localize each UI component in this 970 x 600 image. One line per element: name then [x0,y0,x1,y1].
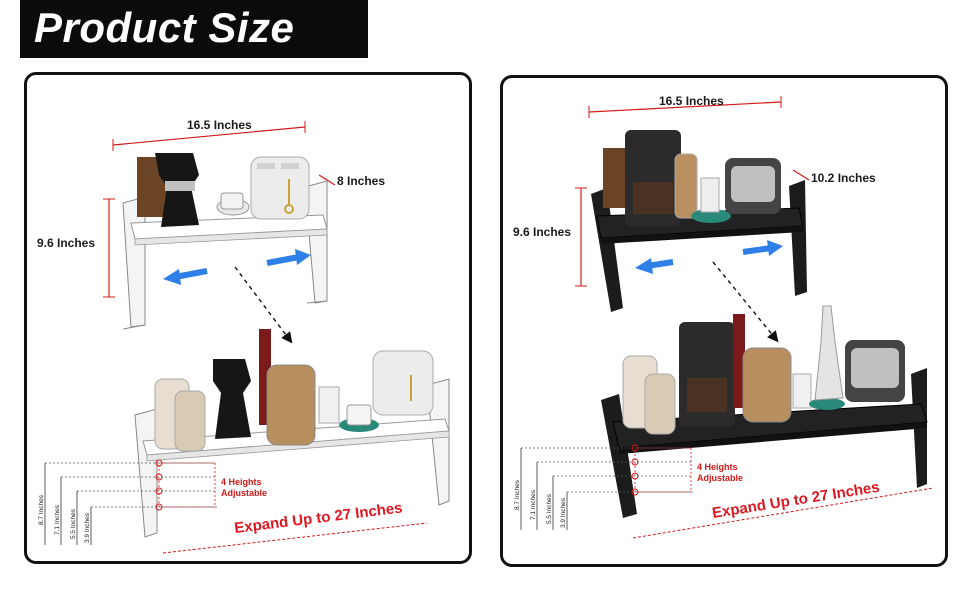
width-dimension-line [112,126,306,146]
height-3-9: 3.9 Inches [560,497,567,528]
lower-shelf-items [622,305,905,435]
height-5-5: 5.5 Inches [546,493,553,524]
heights-adjustable-line2: Adjustable [221,488,267,498]
height-label: 9.6 Inches [37,236,95,250]
panel-white-shelf: 16.5 Inches 8 Inches 9.6 Inches [24,72,472,564]
upper-black-shelf [591,180,807,312]
lower-black-shelf [601,368,928,518]
upper-shelf-items [137,153,310,227]
heights-adjustable-line1: 4 Heights [697,462,738,472]
height-ladder: 8.7 Inches 7.1 Inches 5.5 Inches 3.9 Inc… [38,459,217,545]
height-7-1: 7.1 Inches [54,504,61,535]
heights-adjustable-line2: Adjustable [697,473,743,483]
height-8-7: 8.7 Inches [38,494,45,525]
expand-arrows-top [163,249,311,285]
expand-dimension-line [632,487,934,539]
height-ladder: 8.7 Inches 7.1 Inches 5.5 Inches 3.9 Inc… [514,444,693,530]
height-label: 9.6 Inches [513,225,571,239]
page-title: Product Size [34,4,295,51]
height-7-1: 7.1 Inches [530,489,537,520]
dashed-pointer-arrow [234,266,293,344]
upper-shelf-items [603,130,781,226]
expand-arrows-top [635,240,783,274]
height-3-9: 3.9 Inches [84,512,91,543]
width-label: 16.5 Inches [659,94,724,108]
width-label: 16.5 Inches [187,118,252,132]
height-5-5: 5.5 Inches [70,508,77,539]
heights-adjustable-line1: 4 Heights [221,477,262,487]
expand-label: Expand Up to 27 Inches [711,479,881,522]
lower-shelf-items [154,329,434,452]
height-8-7: 8.7 Inches [514,479,521,510]
black-shelf-illustration: 16.5 Inches 10.2 Inches 9.6 Inches [513,94,934,539]
depth-label: 8 Inches [337,174,385,188]
dashed-pointer-arrow [712,261,779,343]
white-shelf-illustration: 16.5 Inches 8 Inches 9.6 Inches [37,118,450,554]
width-dimension-line [588,101,782,113]
expand-label: Expand Up to 27 Inches [233,499,403,536]
title-banner: Product Size [20,0,368,58]
panel-black-shelf: 16.5 Inches 10.2 Inches 9.6 Inches [500,75,948,567]
expand-dimension-line [162,522,428,554]
upper-white-shelf [122,180,328,330]
depth-label: 10.2 Inches [811,171,876,185]
